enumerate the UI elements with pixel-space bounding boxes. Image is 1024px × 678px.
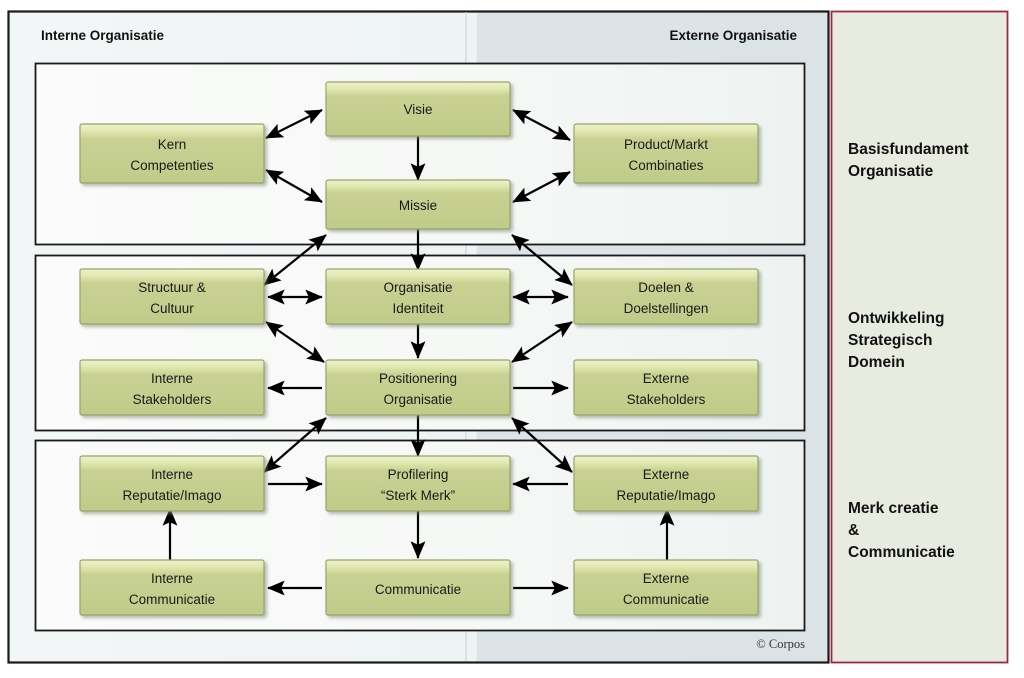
arrow-layer <box>162 109 675 596</box>
side-merk-line-0: Merk creatie <box>848 500 939 517</box>
side-label-merk: Merk creatie & Communicatie <box>848 500 955 561</box>
node-kern-competenties-line-0: Kern <box>158 137 187 152</box>
side-basisfundament-line-1: Organisatie <box>848 163 934 180</box>
arrow-missie-productmarkt <box>512 171 571 203</box>
node-interne-reputatie-line-1: Reputatie/Imago <box>122 488 221 503</box>
node-externe-reputatie-imago[interactable]: Externe Reputatie/Imago <box>573 455 759 512</box>
node-externe-stakeholders-line-0: Externe <box>643 371 690 386</box>
node-positionering-line-1: Organisatie <box>383 392 452 407</box>
node-externe-reputatie-line-0: Externe <box>643 467 690 482</box>
node-structuur-line-0: Structuur & <box>138 280 206 295</box>
node-externe-reputatie-line-1: Reputatie/Imago <box>616 488 715 503</box>
arrow-externe-reputatie-positionering <box>511 417 573 473</box>
node-kern-competenties-line-1: Competenties <box>130 158 214 173</box>
node-externe-stakeholders-line-1: Stakeholders <box>627 392 706 407</box>
arrow-kern-missie <box>265 169 323 203</box>
arrow-doelen-positionering <box>511 321 573 363</box>
node-identiteit-line-1: Identiteit <box>392 301 443 316</box>
header-internal-label: Interne Organisatie <box>41 28 165 43</box>
node-product-markt-combinaties[interactable]: Product/Markt Combinaties <box>573 123 759 184</box>
node-missie-line-0: Missie <box>399 198 437 213</box>
arrow-interne-reputatie-positionering <box>263 417 327 473</box>
side-label-basisfundament: Basisfundament Organisatie <box>848 141 969 180</box>
node-communicatie-line-0: Communicatie <box>375 582 461 597</box>
node-externe-communicatie[interactable]: Externe Communicatie <box>573 559 759 616</box>
node-interne-stakeholders[interactable]: Interne Stakeholders <box>79 359 265 416</box>
node-profilering-line-0: Profilering <box>388 467 449 482</box>
node-positionering-organisatie[interactable]: Positionering Organisatie <box>325 359 511 416</box>
arrow-structuur-positionering <box>265 321 325 363</box>
header-external-label: Externe Organisatie <box>669 28 797 43</box>
node-interne-stakeholders-line-1: Stakeholders <box>133 392 212 407</box>
node-kern-competenties[interactable]: Kern Competenties <box>79 123 265 184</box>
arrow-doelen-missie <box>511 234 573 286</box>
side-panel <box>830 10 1009 664</box>
node-interne-communicatie-line-0: Interne <box>151 571 193 586</box>
node-missie[interactable]: Missie <box>325 179 511 230</box>
side-basisfundament-line-0: Basisfundament <box>848 141 969 158</box>
node-externe-communicatie-line-0: Externe <box>643 571 690 586</box>
node-doelen-line-1: Doelstellingen <box>624 301 709 316</box>
node-externe-stakeholders[interactable]: Externe Stakeholders <box>573 359 759 416</box>
node-interne-reputatie-imago[interactable]: Interne Reputatie/Imago <box>79 455 265 512</box>
side-merk-line-1: & <box>848 522 859 539</box>
node-externe-communicatie-line-1: Communicatie <box>623 592 709 607</box>
node-visie-line-0: Visie <box>403 102 432 117</box>
node-product-markt-line-0: Product/Markt <box>624 137 708 152</box>
side-ontwikkeling-line-2: Domein <box>848 354 905 371</box>
node-doelen-doelstellingen[interactable]: Doelen & Doelstellingen <box>573 268 759 325</box>
arrow-kern-visie <box>265 109 323 139</box>
arrow-structuur-missie <box>263 234 327 286</box>
node-interne-stakeholders-line-0: Interne <box>151 371 193 386</box>
node-positionering-line-0: Positionering <box>379 371 457 386</box>
side-ontwikkeling-line-0: Ontwikkeling <box>848 310 944 327</box>
node-interne-reputatie-line-0: Interne <box>151 467 193 482</box>
copyright-label: © Corpos <box>756 637 805 651</box>
node-organisatie-identiteit[interactable]: Organisatie Identiteit <box>325 268 511 325</box>
node-structuur-line-1: Cultuur <box>150 301 194 316</box>
node-profilering-sterk-merk[interactable]: Profilering “Sterk Merk” <box>325 455 511 512</box>
node-product-markt-line-1: Combinaties <box>628 158 703 173</box>
side-label-ontwikkeling: Ontwikkeling Strategisch Domein <box>848 310 944 371</box>
node-profilering-line-1: “Sterk Merk” <box>381 488 455 503</box>
node-structuur-cultuur[interactable]: Structuur & Cultuur <box>79 268 265 325</box>
arrow-visie-productmarkt <box>512 109 571 141</box>
side-ontwikkeling-line-1: Strategisch <box>848 332 932 349</box>
node-interne-communicatie[interactable]: Interne Communicatie <box>79 559 265 616</box>
node-visie[interactable]: Visie <box>325 81 511 137</box>
node-doelen-line-0: Doelen & <box>638 280 694 295</box>
node-identiteit-line-0: Organisatie <box>383 280 452 295</box>
side-merk-line-2: Communicatie <box>848 544 955 561</box>
node-communicatie[interactable]: Communicatie <box>325 559 511 616</box>
node-interne-communicatie-line-1: Communicatie <box>129 592 215 607</box>
